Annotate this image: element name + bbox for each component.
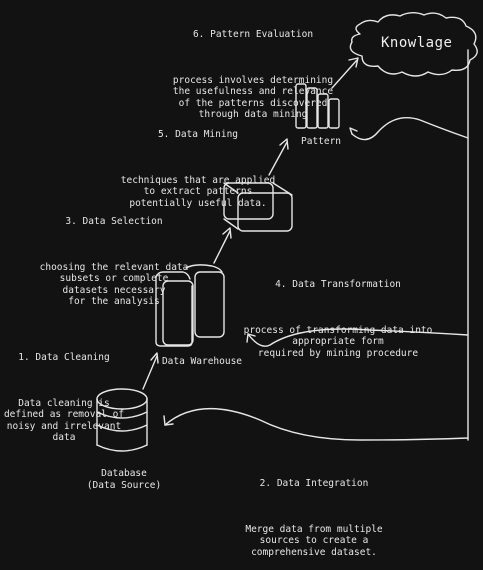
step-title: 6. Pattern Evaluation [192, 29, 314, 40]
step-description: Data cleaning is defined as removal of n… [3, 397, 125, 444]
step-description: process involves determining the usefuln… [172, 74, 334, 121]
step-integration: 2. Data Integration Merge data from mult… [232, 455, 396, 570]
database-label: Database (Data Source) [86, 468, 162, 491]
step-title: 5. Data Mining [157, 129, 239, 140]
step-description: choosing the relevant data subsets or co… [39, 261, 189, 308]
step-transformation: 4. Data Transformation process of transf… [236, 256, 440, 371]
wavy-arrow-to-database [163, 407, 469, 441]
step-title: 3. Data Selection [65, 216, 163, 227]
wavy-arrow-to-pattern [349, 117, 469, 141]
step-title: 1. Data Cleaning [18, 352, 110, 363]
data-selection-icon [223, 182, 293, 232]
data-warehouse-label: Data Warehouse [161, 356, 243, 367]
step-description: techniques that are applied to extract p… [120, 174, 276, 209]
data-warehouse-icon [155, 264, 225, 347]
step-title: 4. Data Transformation [275, 279, 401, 290]
flow-arrow-selection-to-pattern [268, 138, 289, 176]
flow-arrow-pattern-to-knowledge [331, 57, 359, 89]
flow-arrow-warehouse-to-selection [213, 227, 232, 264]
step-title: 2. Data Integration [259, 478, 369, 489]
step-evaluation: 6. Pattern Evaluation process involves d… [166, 6, 340, 132]
wavy-arrow-to-warehouse [246, 328, 469, 347]
pattern-icon [295, 83, 340, 129]
database-icon [96, 388, 148, 452]
knowledge-cloud-icon [349, 12, 478, 77]
step-cleaning: 1. Data Cleaning Data cleaning is define… [0, 329, 128, 455]
knowledge-label: Knowlage [381, 35, 453, 51]
step-description: process of transforming data into approp… [243, 324, 433, 359]
step-selection: 3. Data Selection choosing the relevant … [30, 193, 198, 319]
kdd-process-diagram [96, 12, 478, 452]
flow-arrow-database-to-warehouse [142, 352, 159, 390]
step-description: Merge data from multiple sources to crea… [245, 523, 383, 558]
pattern-label: Pattern [300, 136, 342, 147]
step-mining: 5. Data Mining techniques that are appli… [112, 106, 284, 221]
